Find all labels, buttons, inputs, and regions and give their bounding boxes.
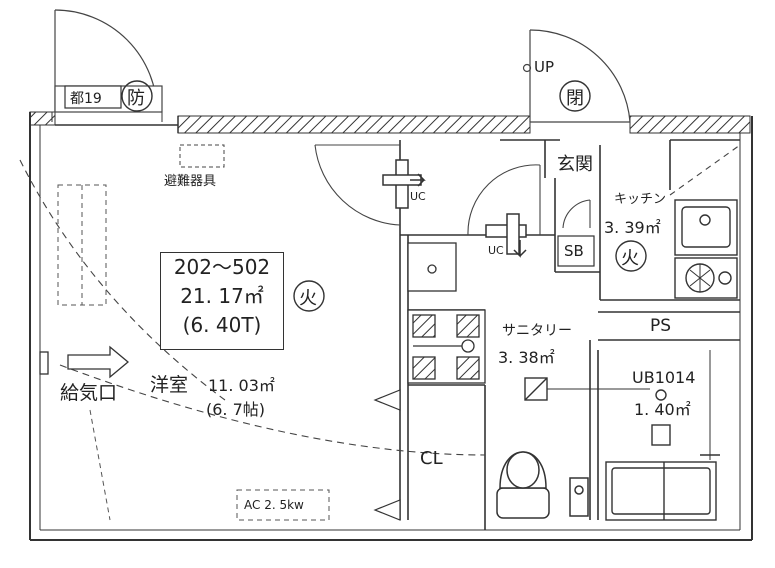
- kitchen-fixtures: [674, 199, 738, 299]
- escape-hatch: [179, 144, 225, 168]
- ac-label: AC 2. 5kw: [244, 498, 304, 512]
- sanitary-name: サニタリー: [502, 323, 572, 339]
- western-room-name: 洋室: [150, 374, 189, 396]
- escape-hatch-label: 避難器具: [164, 174, 217, 189]
- fire-prevention-symbol: 防: [127, 88, 145, 109]
- misc-boxes: [64, 85, 595, 267]
- unit-range: 202～502: [173, 255, 271, 279]
- western-room-tatami: (6. 7帖): [206, 400, 266, 419]
- up-label: UP: [534, 58, 555, 76]
- uc-right-label: UC: [488, 244, 504, 257]
- washing-machine-pan: [407, 309, 486, 384]
- kitchen-fire-symbol: 火: [621, 248, 639, 269]
- bath-area: 1. 40㎡: [634, 400, 691, 419]
- air-intake-label: 給気口: [60, 382, 118, 404]
- ventilation-fan: [524, 377, 650, 401]
- closet-markers: [373, 389, 401, 521]
- door-lock-symbol: 閉: [566, 88, 584, 109]
- bathtub: [605, 350, 720, 521]
- uc-units: [382, 159, 527, 258]
- circle-symbols: [121, 80, 647, 312]
- kitchen-area: 3. 39㎡: [604, 218, 661, 237]
- entrance-door-swing: [522, 29, 631, 123]
- bath-name: UB1014: [632, 368, 696, 387]
- washbasin: [407, 242, 457, 292]
- kitchen-name: キッチン: [614, 192, 667, 207]
- outer-walls: [29, 111, 753, 541]
- pipe-space-label: PS: [650, 316, 672, 336]
- unit-info-box: 202～502 21. 17㎡ (6. 40T): [160, 252, 284, 350]
- unit-tatami: (6. 40T): [182, 313, 262, 337]
- room-fire-symbol: 火: [299, 288, 317, 309]
- air-intake-arrow: [39, 345, 130, 379]
- interior-walls: [399, 139, 740, 530]
- shaft-label: 都19: [70, 91, 102, 107]
- sanitary-area: 3. 38㎡: [498, 348, 555, 367]
- uc-left-label: UC: [410, 190, 426, 203]
- closet-shelves: [57, 184, 330, 521]
- shoe-box-label: SB: [564, 242, 584, 260]
- toilet: [496, 451, 589, 519]
- closet-label: CL: [420, 448, 443, 469]
- western-room-area: 11. 03㎡: [208, 376, 275, 395]
- unit-area: 21. 17㎡: [180, 284, 264, 308]
- entrance-label: 玄関: [557, 154, 593, 175]
